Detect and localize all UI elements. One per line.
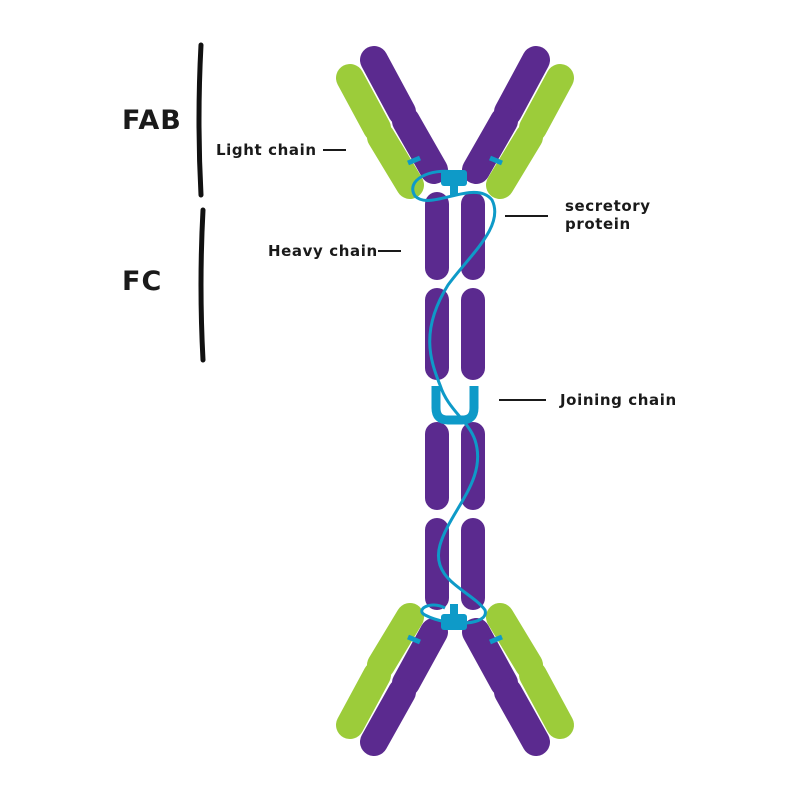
top-arms (336, 46, 574, 199)
joining-chain-label: Joining chain (559, 391, 677, 409)
bottom-arms (336, 603, 574, 756)
disulfide-bond (489, 634, 503, 645)
light-chain-segment (336, 64, 391, 142)
fc-bracket (198, 207, 206, 363)
heavy-chain-segment (360, 678, 416, 756)
heavy-chain-label: Heavy chain (268, 242, 378, 260)
heavy-chain-segment (425, 422, 449, 510)
heavy-chain-segment (462, 107, 518, 184)
hinge-top-stub (450, 182, 458, 196)
disulfide-bond (407, 634, 421, 645)
light-chain-segment (486, 123, 543, 199)
heavy-chain-segment (360, 46, 416, 126)
fab-bracket (196, 42, 204, 198)
heavy-chain-segment (461, 288, 485, 380)
light-chain-segment (519, 64, 574, 142)
disulfide-bond (407, 155, 421, 166)
heavy-chain-segment (461, 422, 485, 510)
fc-region-label: FC (122, 266, 162, 297)
secretory-protein-label-line2: protein (565, 215, 631, 233)
heavy-chain-segment (392, 618, 448, 697)
fab-region-label: FAB (122, 105, 182, 136)
light-chain-segment (336, 661, 391, 739)
hinge-top (441, 170, 467, 186)
heavy-chain-segment (494, 46, 550, 126)
secretory-protein (411, 169, 497, 625)
heavy-chain-segment (462, 618, 518, 697)
light-chain-segment (486, 603, 543, 679)
hinge-bottom-stub (450, 604, 458, 618)
heavy-chain-segment (392, 107, 448, 184)
heavy-chain-segment (425, 192, 449, 280)
heavy-chain-segment (461, 192, 485, 280)
disulfide-bond (489, 155, 503, 166)
light-chain-segment (519, 661, 574, 739)
light-chain-segment (367, 123, 424, 199)
heavy-chain-segment (461, 518, 485, 610)
joining-chain (431, 386, 479, 425)
secretory-protein-label-line1: secretory (565, 197, 651, 215)
light-chain-label: Light chain (216, 141, 317, 159)
light-chain-segment (367, 603, 424, 679)
heavy-chain-segment (425, 518, 449, 610)
heavy-chain-segment (494, 678, 550, 756)
